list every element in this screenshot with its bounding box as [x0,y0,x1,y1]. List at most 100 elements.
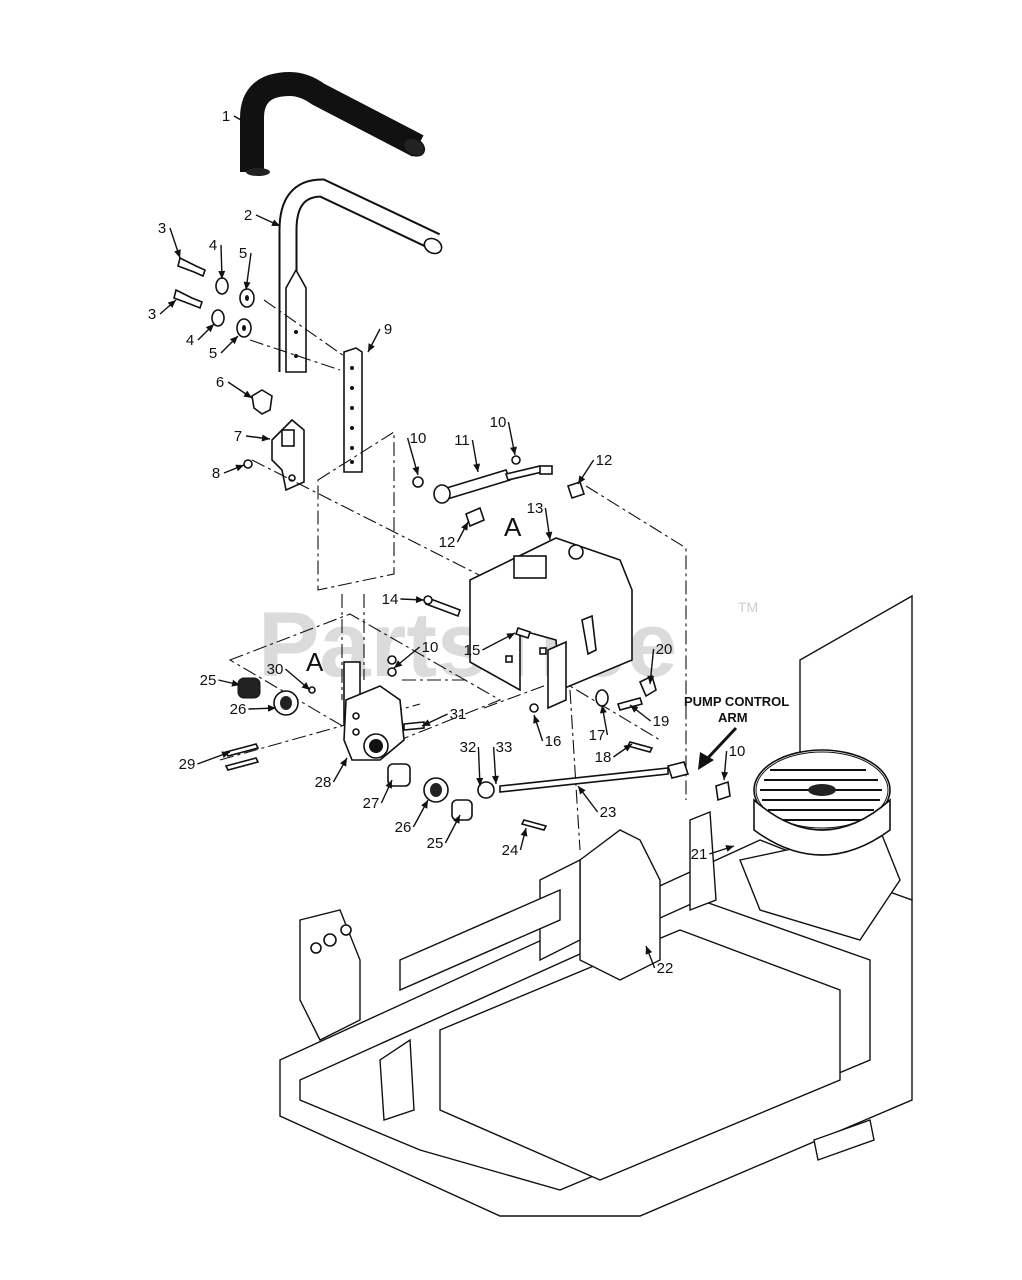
part-handle [278,178,443,373]
callout-c18: 18 [595,743,633,766]
callout-c2: 2 [244,207,281,227]
arrowhead [412,466,420,475]
callout-c25b: 25 [427,814,461,852]
callout-number: 23 [600,804,617,821]
arrowhead [533,715,540,724]
callout-number: 1 [222,108,230,125]
arrowhead [261,434,270,442]
hardware-upper [173,256,255,338]
callout-c21: 21 [691,845,735,863]
callout-c14: 14 [382,591,425,608]
engine-assembly [739,594,913,941]
arrowhead [229,336,238,345]
arrowhead [578,786,586,795]
arrowhead [509,446,517,455]
part-pivot-assembly [224,661,548,831]
arrowhead [491,775,499,784]
callout-number: 7 [234,428,242,445]
callout-c16: 16 [533,714,562,750]
callout-number: 8 [212,465,220,482]
arrowhead [394,660,403,668]
callout-c28: 28 [315,757,348,791]
arrowhead [725,845,734,852]
arrowhead [221,751,230,759]
callout-c15: 15 [464,632,516,659]
arrowhead [476,777,484,786]
arrowhead [461,522,468,531]
arrowhead [235,464,244,472]
callout-c10a: 10 [406,430,426,476]
arrowhead [174,249,181,258]
mower-frame [279,810,913,1217]
note-line2: ARM [718,710,748,725]
callout-number: 12 [439,534,456,551]
callout-c23: 23 [577,785,617,821]
callout-number: 30 [267,661,284,678]
arrowhead [243,390,252,398]
callout-number: 18 [595,749,612,766]
part-grip [240,71,426,176]
callout-number: 24 [502,842,519,859]
part-damper [412,455,586,528]
callout-number: 4 [209,237,217,254]
arrowhead [271,219,280,226]
arrowhead [599,705,607,714]
arrowhead [473,463,481,472]
callout-number: 9 [384,321,392,338]
arrowhead [453,815,460,824]
arrowhead [422,719,431,726]
callout-c26b: 26 [395,799,429,836]
pump-control-arm-note: PUMP CONTROL ARM [684,694,789,770]
arrowhead [167,300,176,308]
marker-mb: A [306,647,324,677]
callout-c3a: 3 [158,220,181,259]
arrowhead [647,675,655,684]
callout-c3b: 3 [148,299,177,323]
arrowhead [630,705,639,713]
callout-c32: 32 [460,739,484,787]
callout-c10d: 10 [721,743,746,781]
callout-number: 5 [209,345,217,362]
callout-c1: 1 [222,108,254,128]
arrowhead [243,281,251,290]
arrowhead [244,119,253,127]
callout-number: 10 [729,743,746,760]
reference-markers: AA [306,512,522,677]
arrowhead [578,475,586,484]
callout-c22: 22 [645,945,674,977]
callout-c12a: 12 [577,452,612,485]
arrowhead [721,771,729,780]
callout-number: 13 [527,500,544,517]
callout-c31: 31 [421,706,467,727]
callout-number: 10 [490,414,507,431]
callout-c11: 11 [454,432,481,473]
callout-number: 31 [450,706,467,723]
callout-number: 25 [200,672,217,689]
callout-c4a: 4 [209,237,226,280]
callout-c25a: 25 [200,672,241,689]
callout-number: 26 [395,819,412,836]
arrowhead [415,596,424,604]
callout-number: 28 [315,774,332,791]
callout-c12b: 12 [439,521,469,551]
callout-number: 32 [460,739,477,756]
callout-c5b: 5 [209,335,239,362]
callout-c10b: 10 [490,414,517,456]
callout-number: 16 [545,733,562,750]
callout-number: 5 [239,245,247,262]
callout-number: 2 [244,207,252,224]
callout-c13: 13 [527,500,553,541]
arrowhead [421,800,428,809]
hardware-right [529,674,731,802]
callout-number: 15 [464,642,481,659]
callout-number: 21 [691,846,708,863]
callout-number: 22 [657,960,674,977]
arrowhead [267,704,276,712]
callout-number: 10 [422,639,439,656]
callout-number: 25 [427,835,444,852]
callout-number: 26 [230,701,247,718]
arrowhead [545,531,553,540]
callout-number: 11 [454,432,470,449]
